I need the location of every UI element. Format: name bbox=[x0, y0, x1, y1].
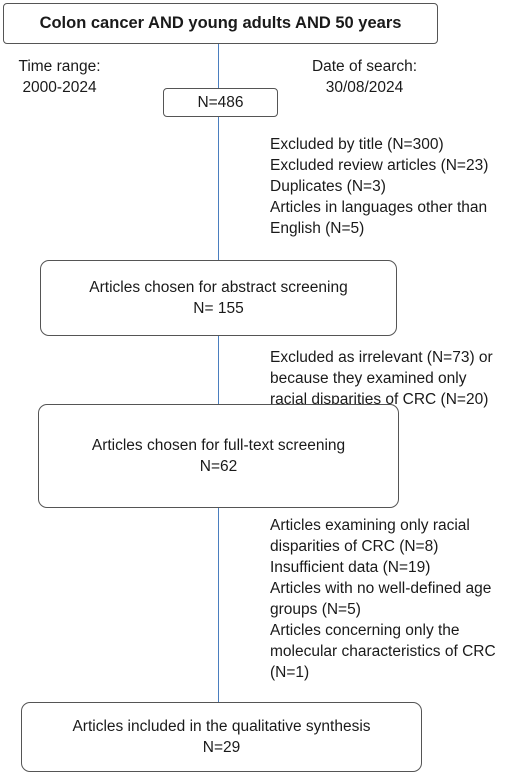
fulltext-screening-box: Articles chosen for full-text screening … bbox=[38, 404, 399, 508]
date-of-search: Date of search: 30/08/2024 bbox=[292, 56, 437, 98]
exclusion-line: Excluded by title (N=300) bbox=[270, 136, 444, 153]
time-range-label: Time range: bbox=[18, 58, 101, 75]
exclusion-line: Insufficient data (N=19) bbox=[270, 559, 431, 576]
exclusion-line: because they examined only bbox=[270, 370, 467, 387]
exclusion-line: Duplicates (N=3) bbox=[270, 178, 386, 195]
connector-line-2 bbox=[218, 117, 219, 260]
exclusion-line: molecular characteristics of CRC bbox=[270, 643, 496, 660]
time-range-value: 2000-2024 bbox=[22, 79, 97, 96]
search-query-text: Colon cancer AND young adults AND 50 yea… bbox=[39, 14, 402, 32]
search-query-box: Colon cancer AND young adults AND 50 yea… bbox=[3, 3, 438, 44]
exclusion-line: disparities of CRC (N=8) bbox=[270, 538, 439, 555]
exclusions-abstract-stage: Excluded as irrelevant (N=73) or because… bbox=[270, 347, 528, 410]
exclusion-line: (N=1) bbox=[270, 664, 310, 681]
abstract-screening-label: Articles chosen for abstract screening bbox=[89, 279, 348, 296]
fulltext-screening-count: N=62 bbox=[199, 458, 238, 475]
time-range: Time range: 2000-2024 bbox=[2, 56, 117, 98]
exclusion-line: English (N=5) bbox=[270, 220, 365, 237]
exclusion-line: Articles examining only racial bbox=[270, 517, 470, 534]
exclusion-line: Articles concerning only the bbox=[270, 622, 460, 639]
exclusion-line: Articles with no well-defined age bbox=[270, 580, 492, 597]
exclusions-title-stage: Excluded by title (N=300) Excluded revie… bbox=[270, 134, 528, 239]
exclusion-line: Excluded as irrelevant (N=73) or bbox=[270, 349, 493, 366]
date-of-search-value: 30/08/2024 bbox=[325, 79, 404, 96]
included-count: N=29 bbox=[202, 739, 241, 756]
abstract-screening-count: N= 155 bbox=[193, 300, 244, 317]
fulltext-screening-label: Articles chosen for full-text screening bbox=[91, 437, 346, 454]
connector-line-1 bbox=[218, 44, 219, 88]
included-label: Articles included in the qualitative syn… bbox=[72, 718, 371, 735]
abstract-screening-box: Articles chosen for abstract screening N… bbox=[40, 260, 397, 336]
included-box: Articles included in the qualitative syn… bbox=[21, 702, 422, 772]
exclusion-line: Articles in languages other than bbox=[270, 199, 488, 216]
exclusion-line: groups (N=5) bbox=[270, 601, 361, 618]
initial-count-box: N=486 bbox=[163, 88, 278, 117]
connector-line-4 bbox=[218, 508, 219, 702]
exclusion-line: Excluded review articles (N=23) bbox=[270, 157, 489, 174]
initial-count-text: N=486 bbox=[197, 94, 244, 111]
exclusion-line: racial disparities of CRC (N=20) bbox=[270, 391, 489, 408]
date-of-search-label: Date of search: bbox=[311, 58, 418, 75]
exclusions-fulltext-stage: Articles examining only racial dispariti… bbox=[270, 515, 528, 683]
connector-line-3 bbox=[218, 336, 219, 404]
